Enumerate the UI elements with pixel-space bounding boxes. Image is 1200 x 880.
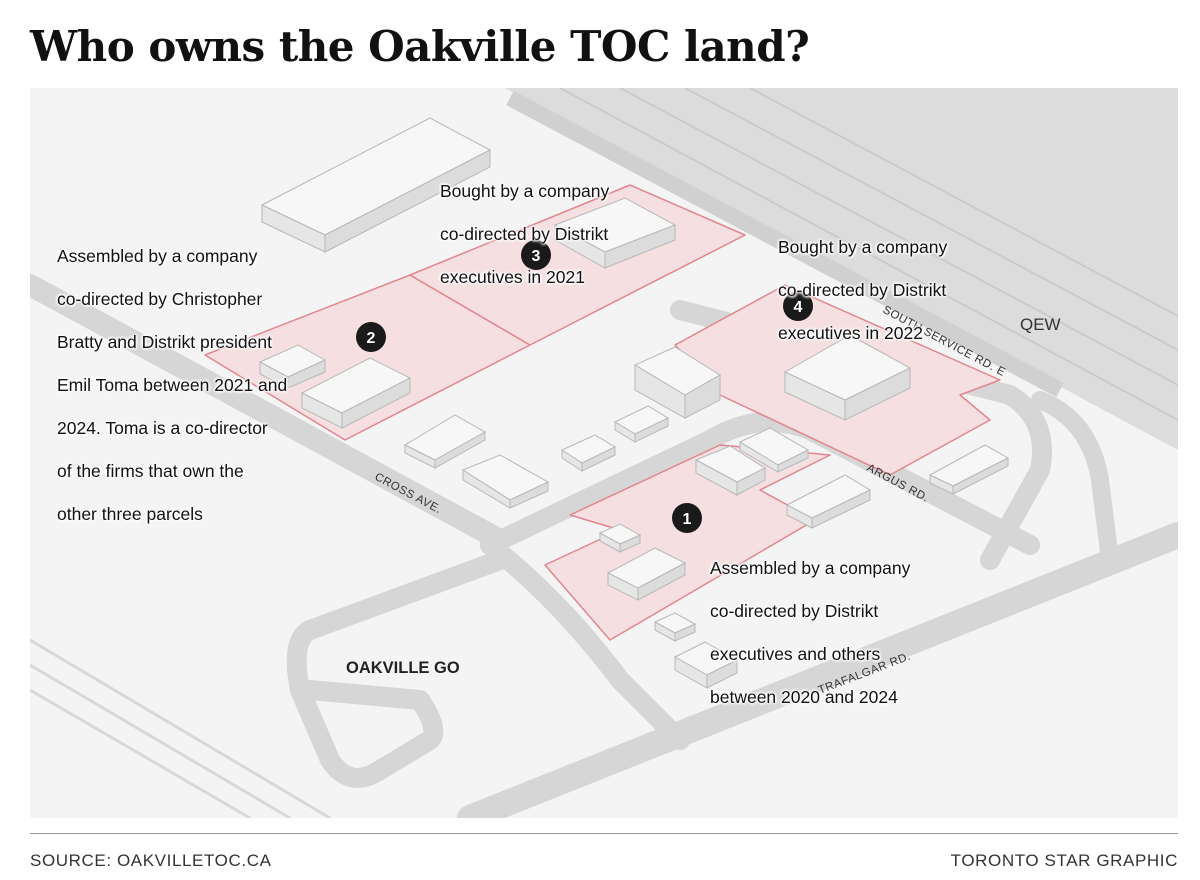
svg-text:4: 4 <box>794 299 803 316</box>
south-service-road <box>670 300 1052 570</box>
cross-ave-road <box>30 274 511 551</box>
qew-label: QEW <box>1020 315 1061 334</box>
building <box>606 547 687 601</box>
building <box>928 444 1010 495</box>
building <box>785 474 872 529</box>
go-station-loop <box>286 550 510 788</box>
building <box>258 344 327 389</box>
footer-divider <box>30 833 1178 834</box>
building <box>783 334 912 421</box>
marker-2: 2 <box>356 322 386 352</box>
building <box>613 405 670 443</box>
building <box>260 117 492 253</box>
annotation-parcel-4: Bought by a company co-directed by Distr… <box>778 236 948 343</box>
building <box>403 414 487 469</box>
building <box>553 197 677 269</box>
annotation-parcel-2: Assembled by a company co-directed by Ch… <box>57 245 288 524</box>
qew-highway <box>505 88 1178 450</box>
building <box>673 641 739 689</box>
building <box>653 612 697 642</box>
marker-3: 3 <box>521 240 551 270</box>
parcel-markers: 1 2 3 4 <box>356 240 813 533</box>
building <box>738 427 810 473</box>
svg-text:3: 3 <box>532 248 541 265</box>
marker-1: 1 <box>672 503 702 533</box>
rail-lines <box>30 638 331 818</box>
building <box>560 434 617 472</box>
marker-4: 4 <box>783 291 813 321</box>
building <box>598 523 642 553</box>
building <box>633 346 721 419</box>
building <box>300 357 412 429</box>
building <box>694 445 767 496</box>
building <box>461 454 550 509</box>
page-title: Who owns the Oakville TOC land? <box>30 22 810 71</box>
annotation-parcel-1: Assembled by a company co-directed by Di… <box>710 557 911 707</box>
oakville-go-label: OAKVILLE GO <box>346 659 460 677</box>
parcel-1 <box>544 444 831 641</box>
svg-text:1: 1 <box>683 511 692 528</box>
annotation-parcel-3: Bought by a company co-directed by Distr… <box>440 180 610 287</box>
graphic-credit: TORONTO STAR GRAPHIC <box>950 851 1178 870</box>
map: QEW SOUTH SERVICE RD. E ARGUS RD. CROSS … <box>30 88 1178 818</box>
trafalgar-road <box>457 522 1178 818</box>
svg-text:2: 2 <box>367 330 376 347</box>
source-credit: SOURCE: OAKVILLETOC.CA <box>30 851 272 870</box>
buildings <box>258 117 1010 689</box>
